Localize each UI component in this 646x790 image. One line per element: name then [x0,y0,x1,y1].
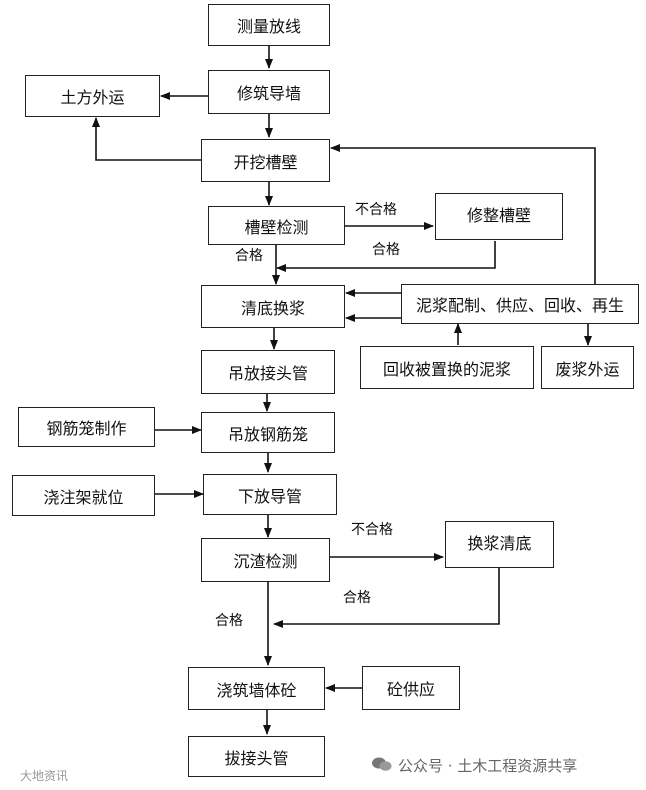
node-joint-pipe: 吊放接头管 [201,350,335,394]
node-recover: 回收被置换的泥浆 [360,346,534,389]
arrow-excavate-to-earth [92,117,201,161]
line-repair-return [276,241,496,272]
label-fail-wall: 不合格 [355,202,397,218]
node-measure: 测量放线 [208,4,330,46]
arrow-slurry-to-excavate [330,144,596,284]
label-pass-wall: 合格 [235,248,263,264]
node-pour-frame: 浇注架就位 [12,475,155,516]
watermark-left: 大地资讯 [20,769,69,783]
node-reclean: 换浆清底 [445,521,554,568]
node-tremie: 下放导管 [203,474,337,515]
label-pass-sediment-return: 合格 [343,590,371,606]
node-pull-pipe: 拔接头管 [188,736,325,777]
watermark-right: 公众号 · 土木工程资源共享 [398,757,578,775]
node-waste: 废浆外运 [541,346,634,389]
node-sediment: 沉渣检测 [201,538,330,582]
node-excavate: 开挖槽壁 [201,139,330,182]
node-slurry: 泥浆配制、供应、回收、再生 [401,284,639,324]
line-reclean-return [273,568,500,628]
node-repair-wall: 修整槽壁 [435,193,563,240]
label-fail-sediment: 不合格 [351,522,393,538]
node-guide-wall: 修筑导墙 [208,70,330,114]
node-cage-hang: 吊放钢筋笼 [201,412,335,453]
node-earth: 土方外运 [25,75,160,117]
label-pass-wall-return: 合格 [372,242,400,258]
node-pour-wall: 浇筑墙体砼 [188,667,325,710]
node-clean: 清底换浆 [201,285,345,328]
node-concrete: 砼供应 [362,666,460,710]
node-inspect-wall: 槽壁检测 [208,206,345,245]
node-cage-make: 钢筋笼制作 [18,407,155,447]
wechat-icon [372,757,392,771]
label-pass-sediment: 合格 [215,613,243,629]
